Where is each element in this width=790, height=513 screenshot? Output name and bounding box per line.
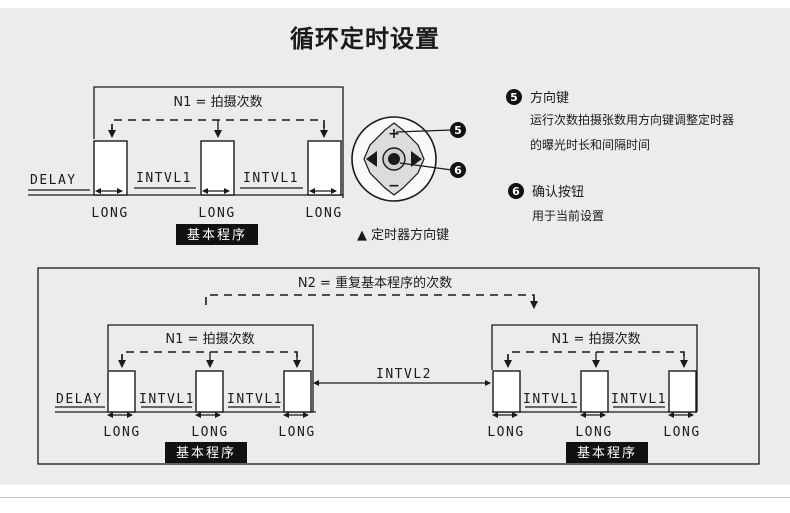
legend-badge-5-text: 5 — [510, 91, 518, 104]
interval-label: INTVL1 — [243, 171, 299, 186]
basic-program-label: 基本程序 — [187, 228, 247, 243]
page-title: 循环定时设置 — [290, 25, 440, 53]
interval-label: INTVL1 — [523, 392, 579, 407]
long-label: LONG — [663, 425, 700, 440]
interval-label: INTVL1 — [227, 392, 283, 407]
legend-heading-5: 方向键 — [530, 90, 569, 106]
interval-label: INTVL1 — [611, 392, 667, 407]
shot-pulse — [195, 370, 224, 413]
n1-bracket-left — [107, 324, 314, 412]
n1-bracket-right — [491, 324, 698, 412]
long-label: LONG — [191, 425, 228, 440]
long-label: LONG — [198, 206, 235, 221]
shot-pulse — [93, 140, 128, 196]
left-arrow-icon[interactable] — [366, 151, 377, 167]
leader-line-6 — [399, 162, 453, 171]
n1-label-left: N1 = 拍摄次数 — [165, 331, 254, 347]
bottom-divider — [0, 497, 790, 498]
legend-line: 运行次数拍摄张数用方向键调整定时器 — [530, 112, 734, 127]
intvl2-label: INTVL2 — [376, 367, 432, 382]
long-label: LONG — [103, 425, 140, 440]
basic-program-label: 基本程序 — [577, 446, 637, 461]
shot-pulse — [107, 370, 136, 413]
shot-pulse — [492, 370, 521, 413]
basic-program-tag — [165, 442, 247, 463]
long-label: LONG — [487, 425, 524, 440]
shot-pulse — [307, 140, 342, 196]
shot-pulse — [200, 140, 235, 196]
plus-icon: + — [388, 126, 400, 142]
ok-button-dot — [388, 153, 400, 165]
long-label: LONG — [575, 425, 612, 440]
marker-badge-5 — [450, 122, 466, 138]
n1-bracket — [93, 86, 344, 198]
legend-line: 用于当前设置 — [532, 208, 604, 223]
n1-label-right: N1 = 拍摄次数 — [551, 331, 640, 347]
bottom-program-diagram: N2 = 重复基本程序的次数 DELAY N1 = 拍摄次数 INTVL1 IN… — [37, 267, 760, 465]
legend-badge-5 — [506, 89, 522, 105]
leader-line-5 — [395, 129, 453, 133]
long-label: LONG — [91, 206, 128, 221]
legend-heading-6: 确认按钮 — [532, 185, 584, 200]
basic-program-tag — [176, 224, 258, 245]
legend-badge-6 — [508, 183, 524, 199]
legend-line: 的曝光时长和间隔时间 — [530, 137, 650, 152]
shot-pulse — [283, 370, 312, 413]
shot-pulse — [580, 370, 609, 413]
delay-label: DELAY — [30, 173, 77, 188]
marker-5-text: 5 — [454, 124, 462, 137]
n2-label: N2 = 重复基本程序的次数 — [298, 275, 452, 291]
timer-dpad: + − 5 6 ▲ 定时器方向键 — [351, 116, 466, 243]
n1-label: N1 = 拍摄次数 — [173, 94, 262, 110]
dpad-caption: ▲ 定时器方向键 — [357, 227, 449, 243]
long-label: LONG — [305, 206, 342, 221]
interval-label: INTVL1 — [136, 171, 192, 186]
marker-badge-6 — [450, 162, 466, 178]
basic-program-tag — [566, 442, 648, 463]
legend-badge-6-text: 6 — [512, 185, 520, 198]
long-label: LONG — [278, 425, 315, 440]
interval-label: INTVL1 — [139, 392, 195, 407]
basic-program-label: 基本程序 — [176, 446, 236, 461]
legend: 5 方向键 运行次数拍摄张数用方向键调整定时器 的曝光时长和间隔时间 6 确认按… — [506, 89, 734, 223]
n2-dashed-line — [205, 294, 535, 305]
marker-6-text: 6 — [454, 164, 462, 177]
right-arrow-icon[interactable] — [411, 151, 422, 167]
shot-pulse — [668, 370, 697, 413]
repeat-frame — [37, 267, 760, 465]
minus-icon: − — [388, 178, 400, 194]
top-program-diagram: N1 = 拍摄次数 DELAY INTVL1 INTVL1 LONG LO — [28, 86, 344, 245]
delay-label: DELAY — [56, 392, 103, 407]
